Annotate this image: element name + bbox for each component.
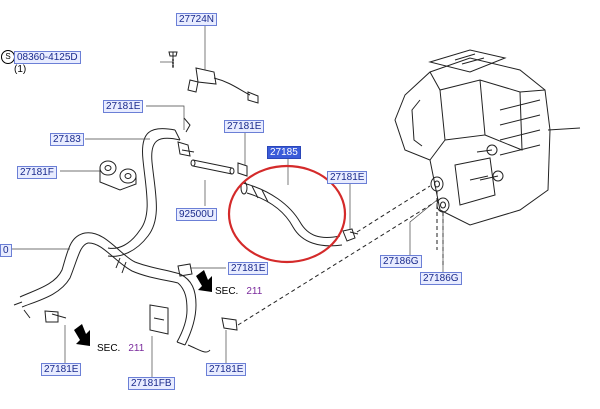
part-label-27181F[interactable]: 27181F [17, 166, 57, 179]
sec-number: 211 [128, 343, 145, 354]
part-label-truncated-left[interactable]: 0 [0, 244, 12, 257]
sec-label: SEC. [97, 343, 121, 354]
clamp-drawings-upper [177, 117, 195, 157]
part-label-27181FB[interactable]: 27181FB [128, 377, 175, 390]
part-label-27185[interactable]: 27185 [267, 146, 301, 159]
sec-reference-upper[interactable]: SEC. 211 [215, 286, 262, 297]
label-leader-lines [12, 25, 444, 377]
part-label-27186G-left[interactable]: 27186G [380, 255, 422, 268]
grommet-drawings [430, 176, 450, 213]
sec-label: SEC. [215, 286, 239, 297]
part-label-92500U[interactable]: 92500U [176, 208, 218, 221]
clamp-drawing-right [342, 228, 359, 242]
part-label-27183[interactable]: 27183 [50, 133, 84, 146]
part-label-08360-4125D[interactable]: 08360-4125D [14, 51, 81, 64]
part-label-27181E-bottom-left[interactable]: 27181E [41, 363, 82, 376]
sec-arrow-upper [196, 270, 212, 292]
highlight-circle [227, 164, 347, 264]
heater-unit-drawing [394, 49, 581, 226]
part-label-27181E-upper-left[interactable]: 27181E [103, 100, 144, 113]
part-label-27181E-bottom-right[interactable]: 27181E [206, 363, 247, 376]
sensor-27724N-drawing [168, 51, 259, 104]
part-label-27181E-right[interactable]: 27181E [327, 171, 368, 184]
clip-27181F-drawing [99, 160, 137, 191]
clamp-drawings-lower [44, 263, 238, 335]
part-label-27724N[interactable]: 27724N [176, 13, 218, 26]
part-label-27186G-right[interactable]: 27186G [420, 272, 462, 285]
sec-arrow-lower [74, 324, 90, 346]
part-label-27181E-middle[interactable]: 27181E [228, 262, 269, 275]
sec-number: 211 [246, 286, 263, 297]
sec-reference-lower[interactable]: SEC. 211 [97, 343, 144, 354]
hose-27185-drawing [240, 181, 343, 247]
hose-27183-drawing [107, 128, 181, 257]
screw-symbol: S [1, 50, 15, 64]
part-label-27181E-upper-center[interactable]: 27181E [224, 120, 265, 133]
lower-hose-drawing [13, 232, 211, 353]
quantity-label: (1) [14, 64, 27, 75]
pipe-92500U-drawing [190, 159, 248, 177]
sec-arrows [74, 270, 212, 346]
